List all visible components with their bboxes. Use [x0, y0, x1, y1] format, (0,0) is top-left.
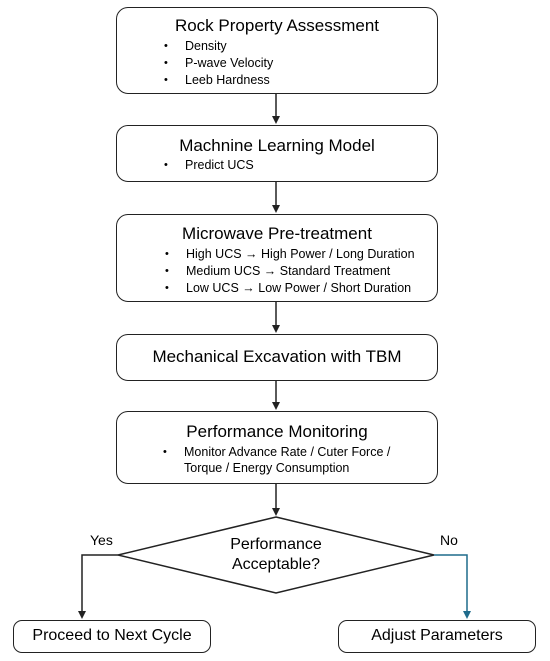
- ml-model-box: Machnine Learning Model Predict UCS: [116, 125, 438, 182]
- proceed-title: Proceed to Next Cycle: [32, 627, 192, 644]
- rock-property-title: Rock Property Assessment: [174, 16, 380, 35]
- list-item: Low UCS → Low Power / Short Duration: [165, 280, 437, 297]
- list-item: Monitor Advance Rate / Cuter Force / Tor…: [163, 444, 424, 476]
- monitoring-list: Monitor Advance Rate / Cuter Force / Tor…: [163, 444, 437, 476]
- list-item: Density: [164, 38, 437, 55]
- microwave-title: Microwave Pre-treatment: [182, 224, 372, 243]
- adjust-box: Adjust Parameters: [338, 620, 536, 653]
- decision-text: Performance Acceptable?: [176, 535, 376, 575]
- adjust-title: Adjust Parameters: [371, 627, 503, 644]
- ml-model-list: Predict UCS: [164, 157, 437, 174]
- monitoring-box: Performance Monitoring Monitor Advance R…: [116, 411, 438, 484]
- no-branch-line: [434, 554, 471, 619]
- decision-diamond: [117, 516, 435, 594]
- list-item: Predict UCS: [164, 157, 437, 174]
- microwave-box: Microwave Pre-treatment High UCS → High …: [116, 214, 438, 302]
- list-item: P-wave Velocity: [164, 55, 437, 72]
- rock-property-list: Density P-wave Velocity Leeb Hardness: [164, 38, 437, 89]
- list-item: Medium UCS → Standard Treatment: [165, 263, 437, 280]
- no-label: No: [440, 532, 458, 548]
- list-item: High UCS → High Power / Long Duration: [165, 246, 437, 263]
- proceed-box: Proceed to Next Cycle: [13, 620, 211, 653]
- monitoring-title: Performance Monitoring: [186, 422, 368, 441]
- ml-model-title: Machnine Learning Model: [179, 136, 375, 155]
- decision-line-1: Performance: [230, 536, 322, 553]
- rock-property-box: Rock Property Assessment Density P-wave …: [116, 7, 438, 94]
- yes-branch-line: [78, 554, 118, 619]
- excavation-box: Mechanical Excavation with TBM: [116, 334, 438, 381]
- microwave-list: High UCS → High Power / Long Duration Me…: [165, 246, 437, 297]
- excavation-title: Mechanical Excavation with TBM: [152, 347, 402, 366]
- decision-line-2: Acceptable?: [231, 556, 321, 573]
- list-item: Leeb Hardness: [164, 72, 437, 89]
- yes-label: Yes: [90, 532, 113, 548]
